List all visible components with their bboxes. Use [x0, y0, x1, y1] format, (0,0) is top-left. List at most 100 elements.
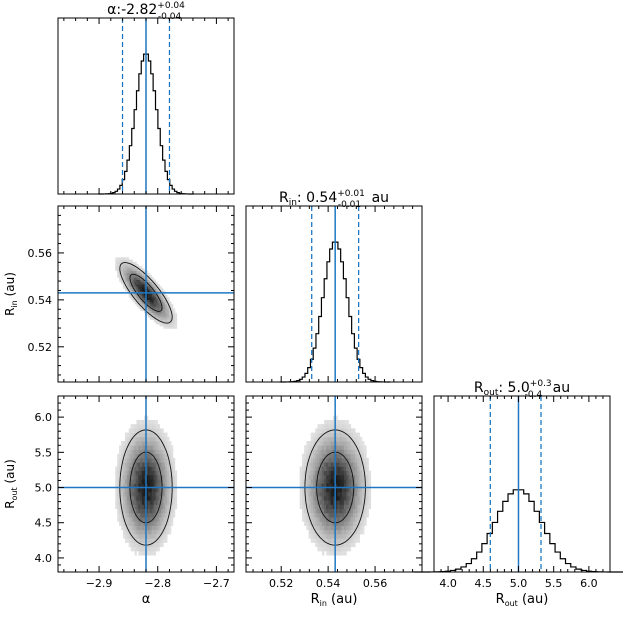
density-cell	[115, 487, 118, 493]
density-cell	[299, 470, 303, 476]
density-cell	[350, 495, 354, 501]
density-cell	[151, 424, 155, 429]
density-cell	[167, 445, 170, 450]
density-cell	[170, 306, 174, 309]
density-cell	[165, 301, 168, 305]
density-cell	[328, 521, 332, 526]
density-cell	[151, 500, 155, 505]
density-cell	[144, 512, 147, 518]
density-cell	[140, 292, 143, 296]
density-cell	[151, 474, 155, 480]
density-cell	[346, 533, 349, 539]
density-cell	[304, 508, 307, 514]
density-cell	[170, 462, 174, 467]
density-cell	[126, 281, 130, 285]
density-cell	[310, 441, 314, 446]
density-cell	[339, 508, 343, 514]
density-cell	[149, 301, 153, 305]
density-cell	[119, 521, 122, 526]
density-cell	[117, 512, 120, 518]
density-cell	[315, 521, 318, 526]
x-tick-label: 4.0	[439, 577, 457, 590]
density-cell	[126, 470, 130, 476]
density-cell	[332, 428, 336, 434]
density-cell	[321, 483, 325, 488]
density-cell	[130, 270, 133, 274]
density-cell	[321, 491, 325, 497]
density-cell	[304, 487, 307, 493]
density-cell	[308, 521, 312, 526]
density-cell	[339, 538, 343, 543]
density-cell	[312, 445, 316, 450]
density-cell	[163, 301, 166, 305]
density-cell	[138, 479, 141, 484]
density-cell	[364, 453, 367, 459]
y-tick-label: 0.52	[28, 341, 53, 354]
density-cell	[124, 479, 128, 484]
density-cell	[146, 504, 149, 510]
density-cell	[136, 449, 139, 455]
density-cell	[134, 281, 137, 285]
density-cell	[157, 466, 160, 472]
density-cell	[119, 275, 122, 278]
density-cell	[348, 546, 352, 552]
y-axis-label-rin: Rin (au)	[3, 272, 19, 316]
density-cell	[146, 283, 149, 287]
density-cell	[121, 281, 124, 285]
density-cell	[147, 491, 151, 497]
density-cell	[157, 521, 160, 526]
density-cell	[315, 457, 318, 463]
density-cell	[117, 470, 120, 476]
density-cell	[332, 445, 336, 450]
density-cell	[341, 432, 345, 438]
density-cell	[337, 508, 341, 514]
density-cell	[364, 521, 367, 526]
density-cell	[140, 457, 143, 463]
density-cell	[165, 295, 168, 298]
density-cell	[344, 525, 347, 531]
density-cell	[157, 449, 160, 455]
density-cell	[163, 487, 166, 493]
density-cell	[115, 266, 118, 269]
y-tick-label: 5.5	[35, 446, 53, 459]
density-cell	[337, 533, 341, 539]
density-cell	[344, 495, 347, 501]
density-cell	[153, 310, 156, 314]
density-cell	[346, 508, 349, 514]
density-cell	[366, 462, 369, 467]
density-cell	[149, 453, 153, 459]
density-cell	[332, 432, 336, 438]
density-cell	[130, 279, 133, 283]
density-cell	[344, 474, 347, 480]
density-cell	[147, 508, 151, 514]
density-cell	[167, 504, 170, 510]
density-cell	[339, 550, 343, 556]
density-cell	[172, 508, 176, 514]
density-cell	[306, 517, 309, 522]
density-cell	[157, 432, 160, 438]
density-cell	[159, 321, 162, 325]
density-cell	[301, 495, 305, 501]
density-cell	[348, 504, 352, 510]
density-cell	[132, 436, 135, 442]
density-cell	[364, 457, 367, 463]
density-cell	[344, 436, 347, 442]
density-cell	[341, 533, 345, 539]
density-cell	[119, 504, 122, 510]
density-cell	[138, 487, 141, 493]
density-cell	[132, 283, 135, 287]
density-cell	[346, 462, 349, 467]
density-cell	[310, 479, 314, 484]
density-cell	[319, 500, 323, 505]
density-cell	[146, 474, 149, 480]
density-cell	[153, 457, 156, 463]
density-cell	[339, 495, 343, 501]
density-cell	[126, 266, 130, 269]
density-cell	[147, 441, 151, 446]
density-cell	[117, 491, 120, 497]
density-cell	[149, 500, 153, 505]
density-cell	[355, 508, 358, 514]
density-cell	[328, 432, 332, 438]
density-cell	[153, 453, 156, 459]
density-cell	[361, 457, 365, 463]
